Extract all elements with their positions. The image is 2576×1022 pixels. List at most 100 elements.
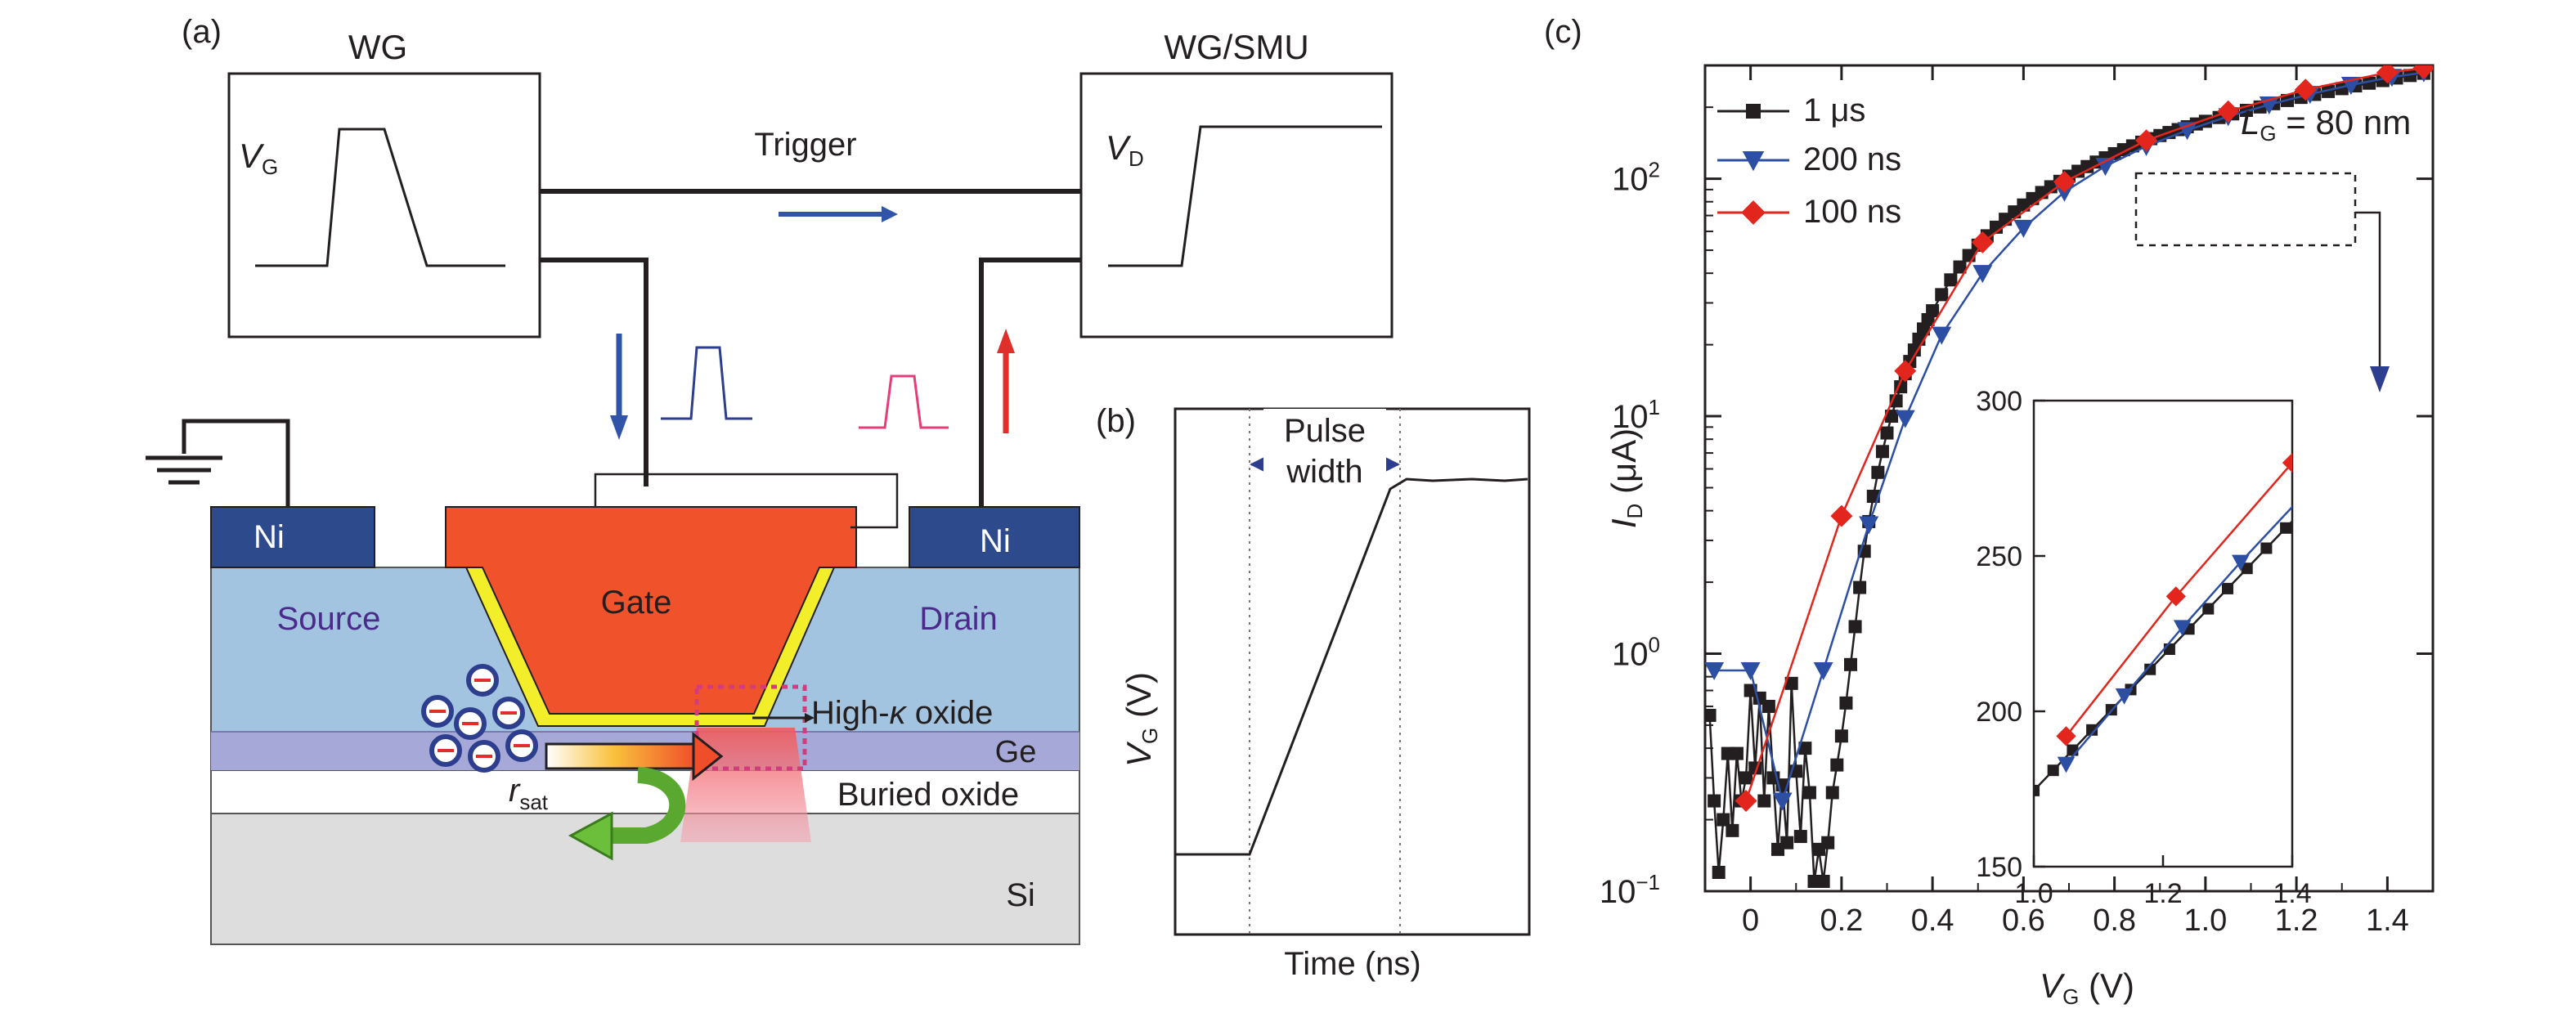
vg-waveform bbox=[1175, 477, 1528, 856]
data-point bbox=[1757, 794, 1771, 808]
red-up-arrow-head bbox=[997, 329, 1015, 353]
data-point bbox=[1972, 265, 1993, 284]
data-point bbox=[1844, 657, 1857, 671]
trigger-label: Trigger bbox=[754, 127, 856, 163]
data-point bbox=[1708, 794, 1721, 808]
wg-smu-drain-pulse bbox=[1108, 125, 1382, 267]
hot-carrier-arrow bbox=[545, 742, 697, 770]
electron bbox=[454, 707, 487, 740]
main-ylabel: ID (μA) bbox=[1604, 428, 1647, 528]
data-point bbox=[1705, 708, 1717, 722]
data-point bbox=[1717, 813, 1730, 827]
x-tick-label: 0 bbox=[1742, 903, 1759, 938]
wg-vg-label: VG bbox=[239, 137, 278, 179]
data-point bbox=[1793, 830, 1807, 844]
data-point bbox=[1944, 273, 1958, 287]
high-k-label: High-κ oxide bbox=[811, 695, 993, 731]
data-point bbox=[2135, 129, 2158, 152]
inset-data-point bbox=[2047, 764, 2059, 777]
x-tick-label: 0.4 bbox=[1911, 903, 1954, 938]
inset-data-point bbox=[2232, 554, 2250, 572]
green-return-arrow bbox=[607, 767, 686, 844]
panel-label-b: (b) bbox=[1096, 403, 1136, 439]
green-return-arrow-head bbox=[568, 811, 613, 861]
pulse-label: Pulse bbox=[1284, 413, 1366, 449]
zoom-connector bbox=[2355, 211, 2381, 368]
inset-data-point bbox=[2173, 620, 2192, 637]
buried-oxide-label: Buried oxide bbox=[837, 777, 1019, 813]
data-point bbox=[1772, 792, 1793, 811]
inset-data-point bbox=[2144, 663, 2156, 675]
drain-label: Drain bbox=[919, 601, 998, 637]
inset-data-point bbox=[2165, 586, 2186, 607]
data-point bbox=[1730, 746, 1744, 760]
data-point bbox=[1834, 729, 1848, 743]
inset-data-point bbox=[2241, 563, 2253, 575]
data-point bbox=[2053, 170, 2076, 193]
panel-label-a: (a) bbox=[182, 14, 222, 50]
panel-b-frame bbox=[1174, 407, 1531, 936]
ge-label: Ge bbox=[995, 735, 1037, 769]
inset-data-point bbox=[2202, 603, 2215, 615]
data-point bbox=[1971, 231, 1994, 253]
data-point bbox=[2322, 84, 2336, 98]
inset-series-line bbox=[2065, 461, 2292, 737]
source-label: Source bbox=[277, 601, 381, 637]
ni-contact-source bbox=[210, 506, 375, 568]
inset-data-point bbox=[2282, 452, 2292, 473]
data-point bbox=[1740, 662, 1761, 681]
panel-label-c: (c) bbox=[1544, 14, 1582, 50]
data-point bbox=[1871, 465, 1885, 479]
legend-marker bbox=[1746, 104, 1761, 119]
inset-data-point bbox=[2067, 744, 2079, 756]
ni-right-label: Ni bbox=[980, 523, 1011, 559]
gate-drain-bracket bbox=[594, 473, 899, 529]
data-point bbox=[1895, 410, 1915, 428]
data-point bbox=[1839, 696, 1853, 710]
data-point bbox=[1830, 758, 1844, 772]
data-point bbox=[1894, 360, 1917, 383]
electron bbox=[466, 664, 499, 697]
data-point bbox=[1932, 326, 1952, 345]
main-series bbox=[1705, 65, 2433, 888]
data-point bbox=[2013, 219, 2034, 238]
wg-smu-title: WG/SMU bbox=[1164, 28, 1308, 66]
data-point bbox=[1875, 445, 1889, 459]
data-point bbox=[2095, 158, 2116, 177]
legend-marker bbox=[1741, 200, 1766, 225]
wg-smu-vd-label: VD bbox=[1106, 128, 1144, 171]
wg-title: WG bbox=[348, 28, 407, 66]
y-tick-label: 101 bbox=[1612, 395, 1660, 435]
data-point bbox=[1705, 662, 1725, 681]
pulse-label-bg bbox=[1263, 409, 1386, 491]
data-point bbox=[1853, 580, 1867, 594]
ground-wire bbox=[182, 419, 290, 507]
electron bbox=[468, 740, 500, 773]
data-point bbox=[1739, 771, 1753, 785]
inset-series-line bbox=[2065, 505, 2292, 765]
lg-annotation: LG = 80 nm bbox=[2241, 103, 2411, 146]
data-point bbox=[1953, 260, 1967, 274]
wg-gate-pulse bbox=[255, 128, 505, 267]
drain-wire bbox=[979, 258, 1081, 507]
inset-x-tick-label: 1.0 bbox=[2014, 878, 2053, 909]
data-point bbox=[1830, 504, 1853, 527]
x-tick-label: 0.8 bbox=[2093, 903, 2136, 938]
legend-label: 100 ns bbox=[1803, 194, 1901, 230]
small-pink-pulse bbox=[859, 374, 949, 429]
x-tick-label: 0.6 bbox=[2002, 903, 2045, 938]
ni-left-label: Ni bbox=[254, 519, 285, 555]
y-tick-label: 10−1 bbox=[1600, 870, 1660, 910]
data-point bbox=[1926, 304, 1940, 318]
x-tick-label: 1.4 bbox=[2366, 903, 2409, 938]
hot-carrier-arrow-head bbox=[692, 731, 724, 782]
data-point bbox=[1907, 343, 1921, 357]
x-tick-label: 0.2 bbox=[1820, 903, 1863, 938]
data-point bbox=[1726, 823, 1739, 837]
gate-wire bbox=[540, 258, 648, 486]
data-point bbox=[1802, 786, 1816, 800]
electron bbox=[492, 697, 525, 729]
series-line bbox=[1744, 67, 2425, 801]
